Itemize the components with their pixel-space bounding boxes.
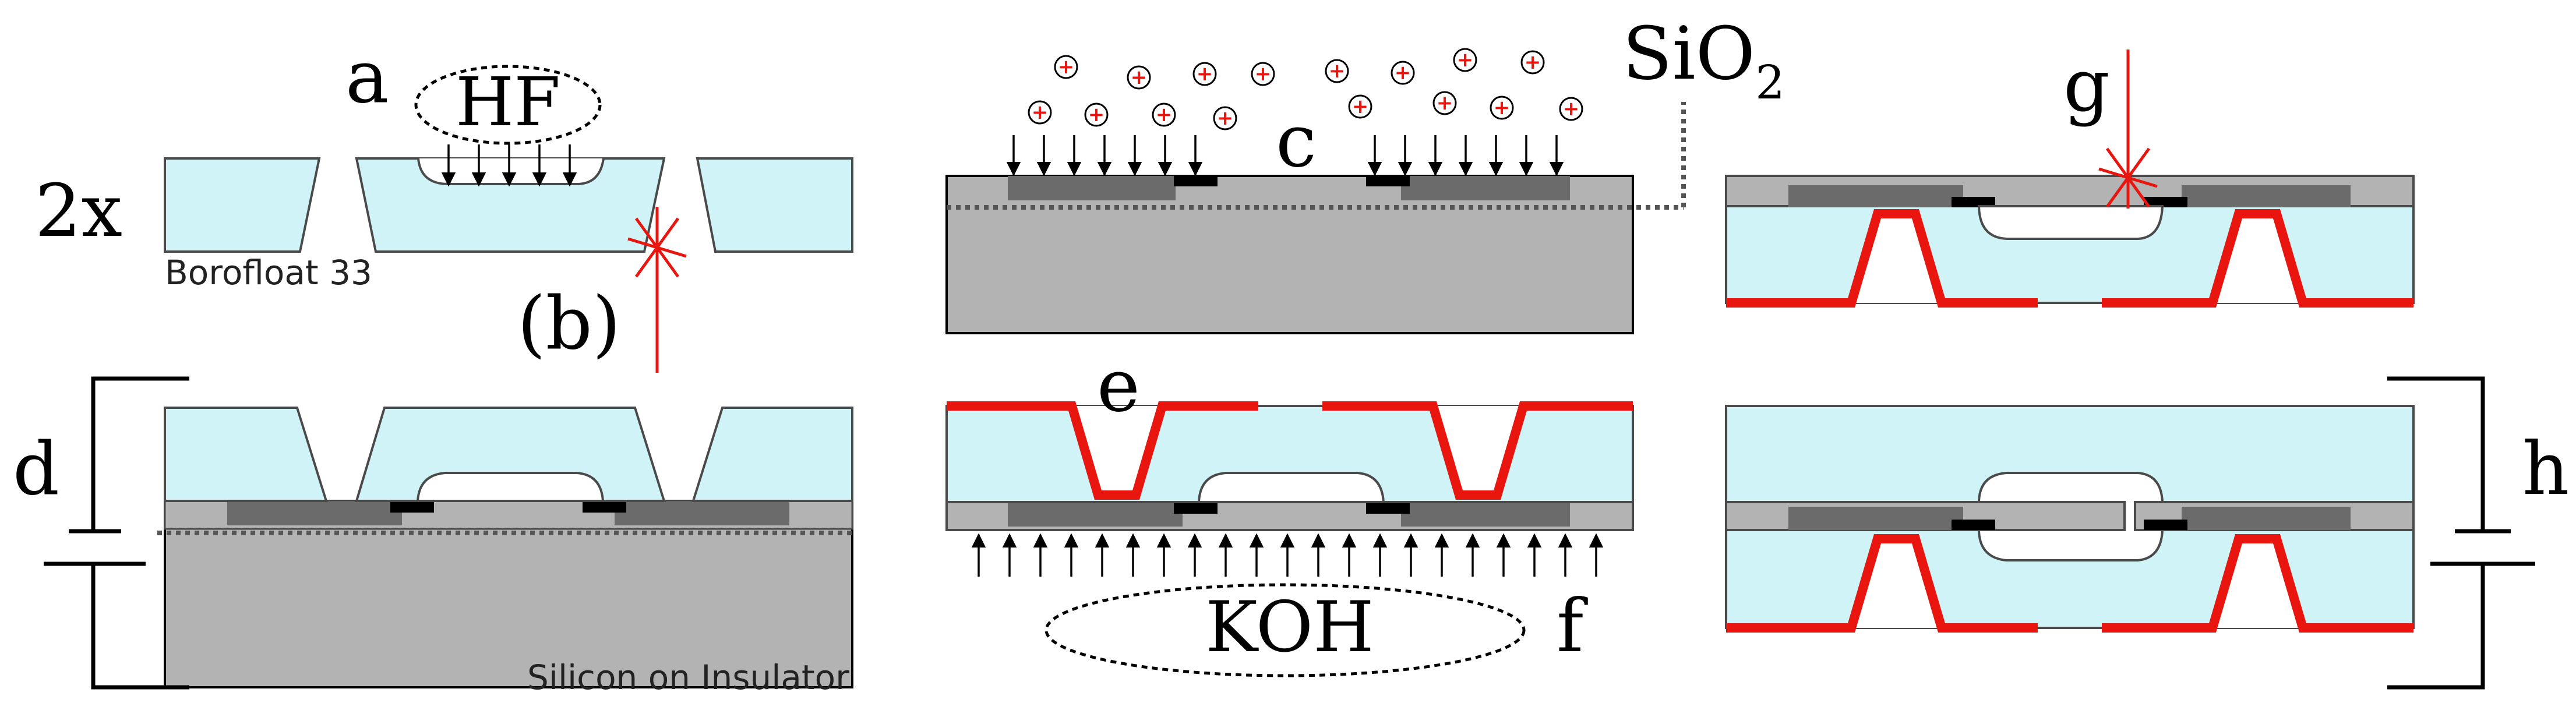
- svg-text:+: +: [1525, 51, 1541, 74]
- ion-marker: +: [1520, 50, 1545, 75]
- koh-label: KOH: [1205, 587, 1374, 668]
- ion-marker: +: [1348, 94, 1372, 119]
- label-g: g: [2063, 44, 2110, 128]
- ion-cloud: ++++++++++++++++: [1028, 48, 1583, 130]
- ion-marker: +: [1325, 59, 1349, 83]
- svg-text:+: +: [1058, 55, 1075, 79]
- koh-etch-arrows: [971, 533, 1604, 577]
- ion-marker: +: [1432, 91, 1457, 115]
- step-a-wafers: [164, 157, 853, 253]
- label-e: e: [1097, 344, 1140, 428]
- ion-marker: +: [1054, 55, 1078, 79]
- label-h: h: [2522, 427, 2570, 511]
- svg-text:+: +: [1197, 62, 1213, 86]
- hf-label: HF: [456, 63, 560, 142]
- label-a: a: [345, 35, 389, 119]
- power-supply-h: [2387, 376, 2535, 690]
- svg-text:+: +: [1437, 91, 1453, 115]
- ion-marker: +: [1127, 65, 1151, 90]
- ion-marker: +: [1251, 62, 1275, 86]
- metal-layer-e: [947, 401, 1633, 500]
- svg-text:+: +: [1457, 48, 1474, 72]
- ion-marker: +: [1490, 96, 1514, 120]
- laser-icon-b: [627, 207, 687, 373]
- svg-text:+: +: [1088, 103, 1105, 126]
- sio2-base: SiO: [1622, 12, 1755, 96]
- svg-text:+: +: [1352, 95, 1369, 118]
- svg-text:+: +: [1395, 61, 1411, 84]
- borofloat-label: Borofloat 33: [165, 253, 372, 292]
- metal-layer-h: [1726, 534, 2413, 633]
- step-e-stack: [945, 405, 1634, 531]
- hf-ellipse: [414, 65, 602, 145]
- svg-text:+: +: [1131, 66, 1148, 89]
- power-supply-d: [44, 376, 189, 690]
- svg-text:+: +: [1156, 103, 1173, 126]
- laser-icon-g: [2098, 50, 2158, 209]
- svg-text:+: +: [1255, 62, 1272, 86]
- ion-marker: +: [1028, 100, 1052, 125]
- step-d-bonded-stack: [157, 407, 853, 688]
- ion-arrows: [1006, 135, 1564, 176]
- ion-marker: +: [1453, 48, 1477, 72]
- svg-text:+: +: [1563, 97, 1580, 121]
- svg-text:+: +: [1217, 107, 1234, 130]
- metal-layer-g: [1726, 209, 2413, 308]
- step-c-soi: [945, 102, 1686, 334]
- label-f: f: [1557, 584, 1588, 669]
- svg-text:+: +: [1494, 96, 1511, 119]
- ion-marker: +: [1213, 106, 1237, 130]
- label-times-two: 2x: [35, 169, 122, 253]
- ion-marker: +: [1192, 62, 1217, 86]
- soi-label: Silicon on Insulator: [527, 658, 849, 697]
- svg-text:+: +: [1329, 59, 1346, 83]
- label-d: d: [13, 427, 59, 511]
- hf-etch-arrows: [441, 144, 577, 187]
- koh-ellipse: [1044, 583, 1526, 677]
- svg-text:+: +: [1032, 101, 1049, 124]
- step-g-stack: [1725, 175, 2415, 304]
- ion-marker: +: [1152, 103, 1176, 127]
- step-h-stack: [1725, 405, 2415, 629]
- sio2-label: SiO2: [1622, 12, 1785, 110]
- label-b: (b): [517, 281, 621, 366]
- ion-marker: +: [1391, 61, 1415, 85]
- sio2-subscript: 2: [1755, 55, 1785, 110]
- ion-marker: +: [1084, 103, 1109, 127]
- ion-marker: +: [1559, 97, 1583, 121]
- label-c: c: [1276, 99, 1317, 183]
